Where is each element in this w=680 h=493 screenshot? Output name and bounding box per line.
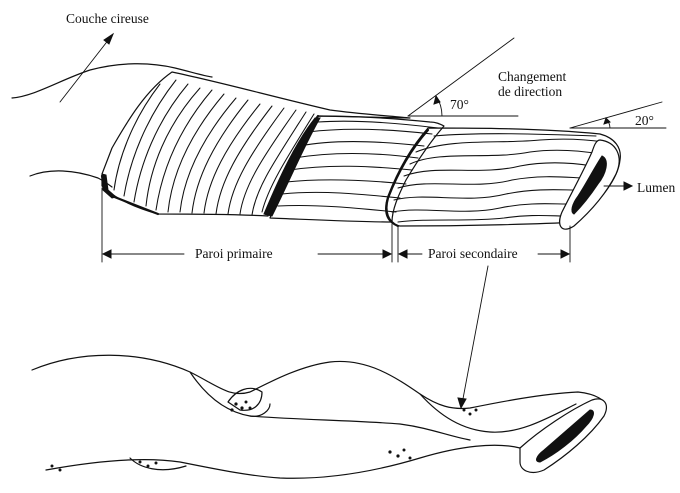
secondary-wall-leader-arrow	[458, 398, 466, 408]
label-angle-20: 20°	[635, 113, 654, 128]
twisted-fiber-lobe-a	[228, 388, 262, 410]
label-waxy-layer: Couche cireuse	[66, 11, 149, 26]
label-lumen: Lumen	[637, 180, 675, 195]
primary-wall-grain	[114, 80, 314, 215]
waxy-layer-outline-bottom	[30, 171, 112, 187]
label-direction-change-line2: de direction	[498, 84, 562, 99]
label-direction-change-line1: Changement	[498, 69, 566, 84]
angle-70-arrowhead	[434, 96, 440, 104]
waxy-layer-leader	[60, 34, 113, 102]
secondary-wall-dim-arrow-right	[561, 250, 569, 258]
primary-wall-dim-arrow-right	[383, 250, 391, 258]
lumen-arrowhead	[624, 182, 632, 190]
fiber-twisted-bottom	[32, 355, 606, 478]
waxy-layer-outline-top	[12, 64, 212, 98]
secondary-wall-leader	[462, 266, 488, 404]
primary-wall-front-shadow	[102, 174, 116, 198]
twisted-fiber-bottom-outline	[46, 445, 520, 478]
label-secondary-wall: Paroi secondaire	[428, 246, 518, 261]
label-angle-70: 70°	[450, 97, 469, 112]
twisted-fiber-top-outline	[32, 355, 606, 408]
label-primary-wall: Paroi primaire	[195, 246, 273, 261]
waxy-layer-arrowhead	[104, 34, 113, 44]
primary-wall-dim-arrow-left	[103, 250, 111, 258]
twisted-fiber-mid-band	[250, 416, 470, 440]
secondary-wall-dim-arrow-left	[399, 250, 407, 258]
